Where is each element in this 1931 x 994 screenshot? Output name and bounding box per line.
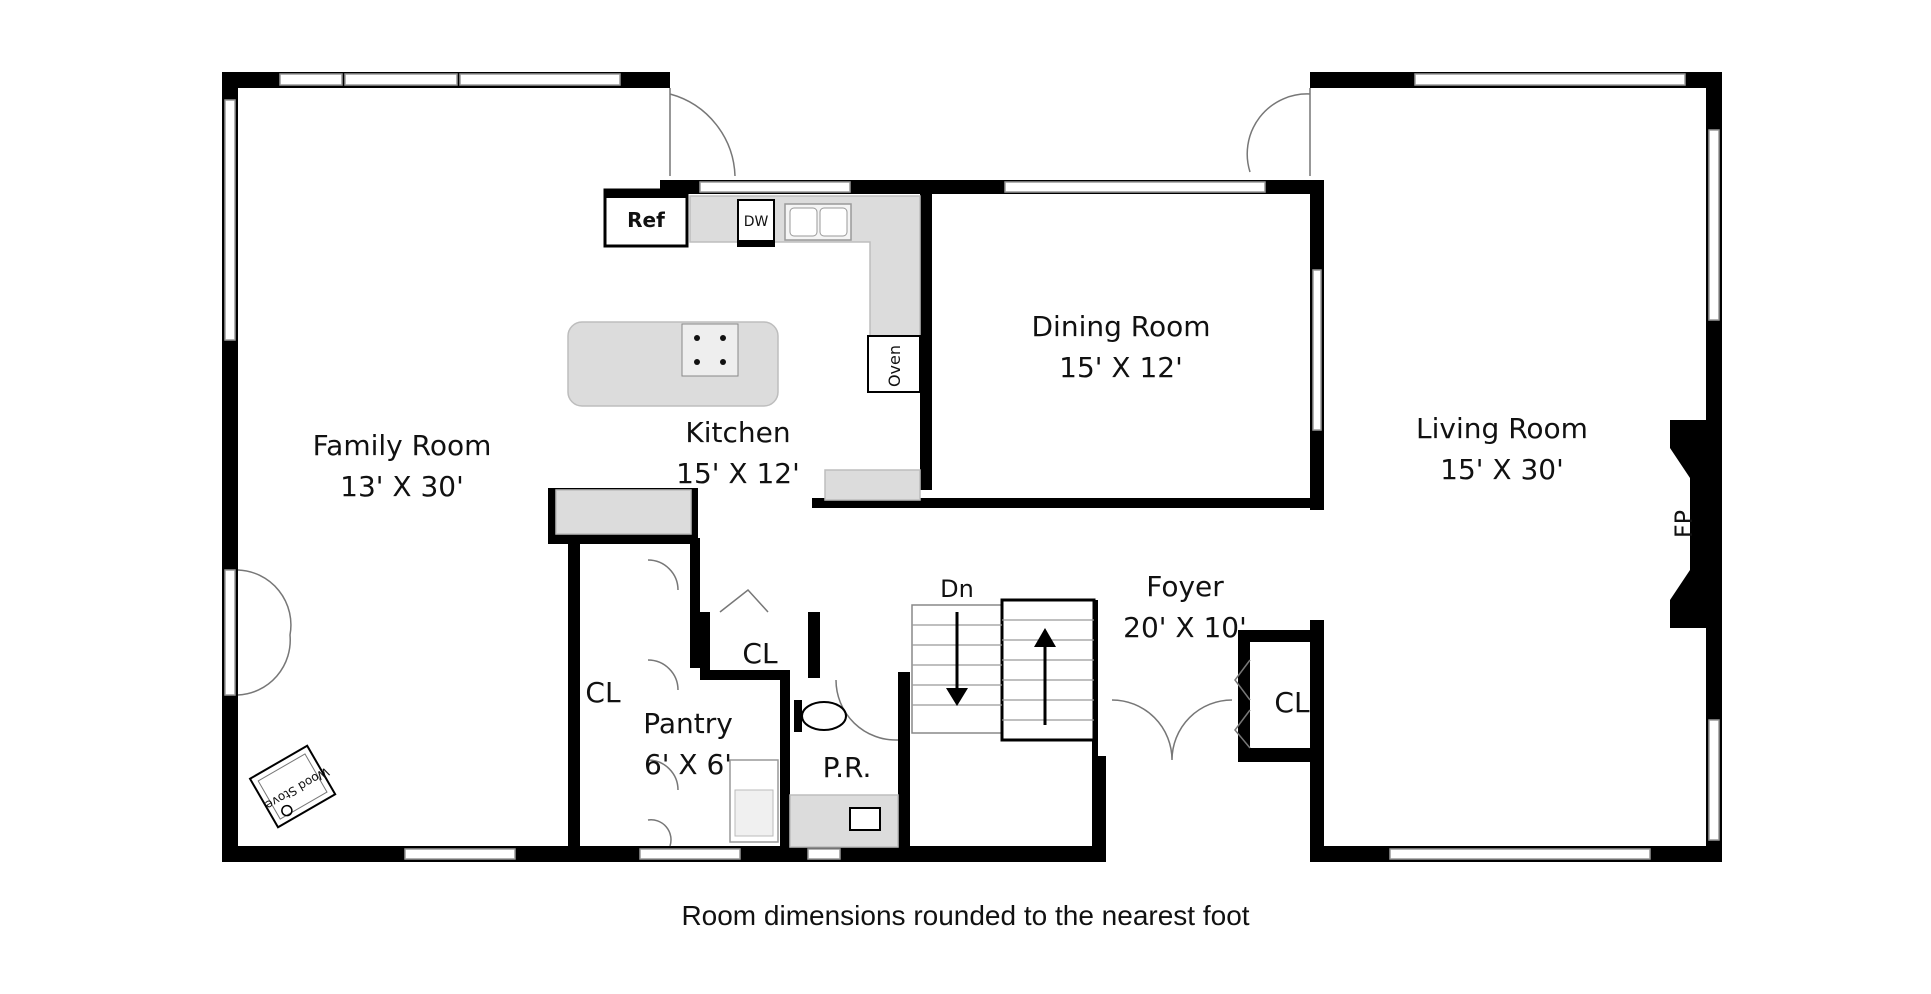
family-room-dims: 13' X 30' bbox=[340, 470, 464, 503]
pantry-dims: 6' X 6' bbox=[644, 748, 732, 781]
fireplace: FP bbox=[1670, 420, 1722, 628]
kitchen-fixtures: Ref DW Oven bbox=[567, 188, 921, 501]
foyer-dims: 20' X 10' bbox=[1123, 611, 1247, 644]
door-swings bbox=[237, 88, 1311, 847]
family-room-name: Family Room bbox=[313, 429, 492, 462]
closet-hall-name: CL bbox=[585, 676, 621, 709]
kitchen-dims: 15' X 12' bbox=[676, 457, 800, 490]
powder-room-name: P.R. bbox=[823, 751, 872, 784]
fireplace-label: FP bbox=[1670, 510, 1698, 538]
dishwasher bbox=[737, 199, 775, 247]
dimensions-caption: Room dimensions rounded to the nearest f… bbox=[681, 900, 1250, 931]
pantry-name: Pantry bbox=[643, 707, 733, 740]
living-room-dims: 15' X 30' bbox=[1440, 453, 1564, 486]
refrigerator-label: Ref bbox=[627, 208, 665, 232]
wood-stove: Wood Stove bbox=[248, 744, 337, 829]
exterior-walls bbox=[222, 72, 1722, 862]
powder-room-fixtures bbox=[729, 700, 899, 848]
oven bbox=[867, 335, 921, 393]
toilet bbox=[801, 701, 847, 731]
cooktop bbox=[681, 323, 739, 377]
stairs-down-label: Dn bbox=[940, 575, 974, 603]
living-room-name: Living Room bbox=[1416, 412, 1588, 445]
refrigerator bbox=[603, 188, 689, 248]
kitchen-name: Kitchen bbox=[685, 416, 790, 449]
stairs-down-arrow-icon bbox=[946, 688, 968, 706]
closet-pantry-name: CL bbox=[742, 637, 778, 670]
dining-room-dims: 15' X 12' bbox=[1059, 351, 1183, 384]
closet-foyer-name: CL bbox=[1274, 686, 1310, 719]
dining-room-name: Dining Room bbox=[1031, 310, 1210, 343]
stairs-up-arrow-icon bbox=[1034, 628, 1056, 647]
interior-walls bbox=[548, 180, 1322, 848]
oven-label: Oven bbox=[885, 345, 904, 387]
foyer-name: Foyer bbox=[1146, 570, 1224, 603]
stairs: Dn bbox=[911, 575, 1096, 742]
dishwasher-label: DW bbox=[744, 214, 769, 230]
kitchen-island bbox=[567, 321, 779, 407]
room-labels: Family Room 13' X 30' Kitchen 15' X 12' … bbox=[313, 310, 1588, 784]
